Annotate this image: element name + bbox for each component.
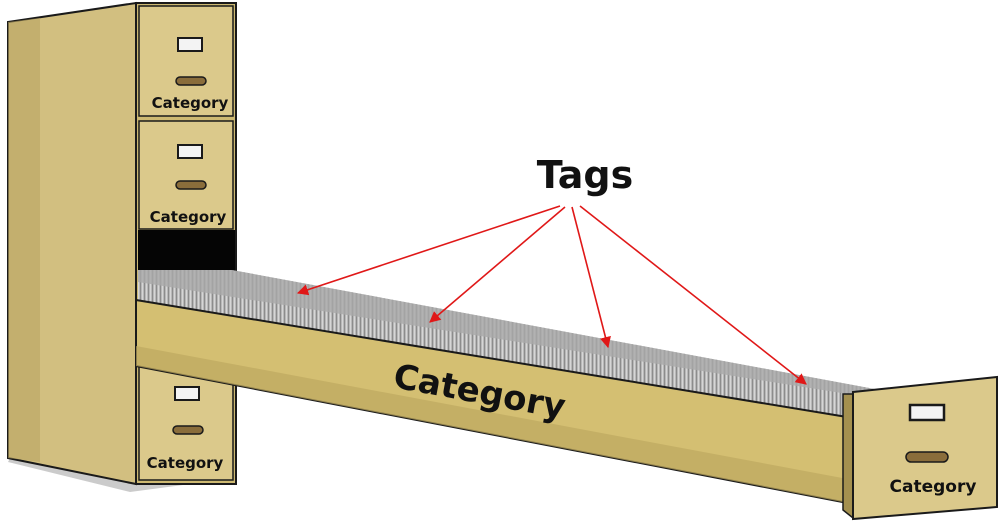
- tag-arrow-4: [579, 205, 807, 385]
- drawer-handle-icon: [175, 76, 207, 86]
- tag-arrow-1: [296, 205, 561, 296]
- open-drawer-front: Category: [852, 375, 998, 521]
- drawer-side-bottom: [136, 346, 853, 504]
- drawer-face: [138, 365, 234, 481]
- label-holder-icon: [174, 386, 200, 401]
- drawer-label: Category: [147, 454, 224, 472]
- drawer-front-face: [852, 375, 998, 521]
- tags-heading: Tags: [537, 153, 633, 197]
- drawer-label: Category: [152, 94, 229, 112]
- tag-arrow-3: [571, 206, 611, 349]
- drawer-face: [138, 5, 234, 117]
- label-holder-icon: [908, 403, 946, 422]
- tag-arrows: [296, 205, 807, 385]
- drawer-handle-icon: [175, 180, 207, 190]
- empty-drawer-slot: [138, 230, 235, 274]
- label-holder-icon: [177, 37, 203, 52]
- drawer-face: [138, 120, 234, 230]
- drawer-folders-top: [138, 270, 880, 394]
- drawer-front-label: Category: [890, 477, 977, 497]
- cabinet-drawer-3: Category: [138, 365, 234, 481]
- drawer-front-depth: [842, 393, 854, 520]
- tag-arrow-2: [429, 206, 566, 323]
- label-holder-icon: [177, 144, 203, 159]
- drawer-label: Category: [150, 208, 227, 226]
- drawer-handle-icon: [905, 451, 949, 463]
- cabinet-drawer-2: Category: [138, 120, 234, 230]
- cabinet-drawer-1: Category: [138, 5, 234, 117]
- drawer-handle-icon: [172, 425, 204, 435]
- cabinet-side-shade: [8, 18, 40, 462]
